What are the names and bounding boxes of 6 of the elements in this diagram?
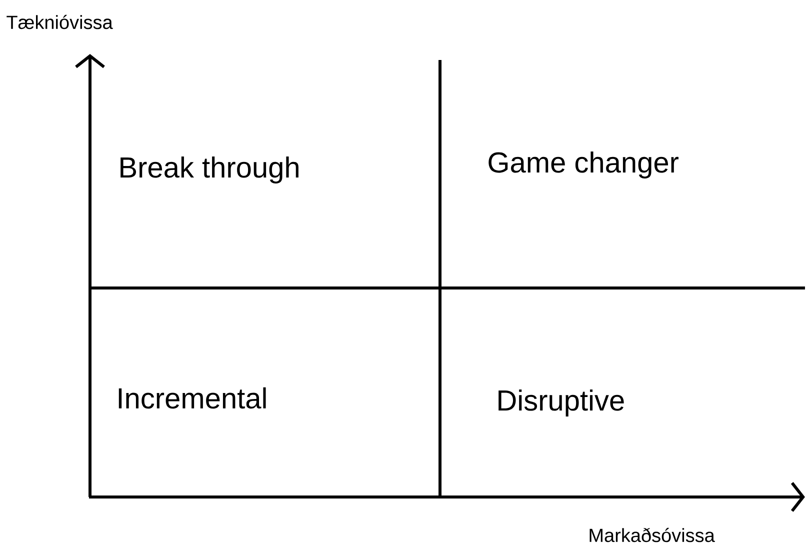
quadrant-label: Game changer [488, 151, 678, 178]
axis-label: Tæknióvissa [6, 14, 113, 30]
quadrant-label: Break through [120, 156, 298, 184]
axis-label: Markaðsóvissa [590, 528, 715, 542]
quadrant-label: Incremental [118, 387, 266, 409]
quadrant-label: Disruptive [498, 389, 624, 416]
